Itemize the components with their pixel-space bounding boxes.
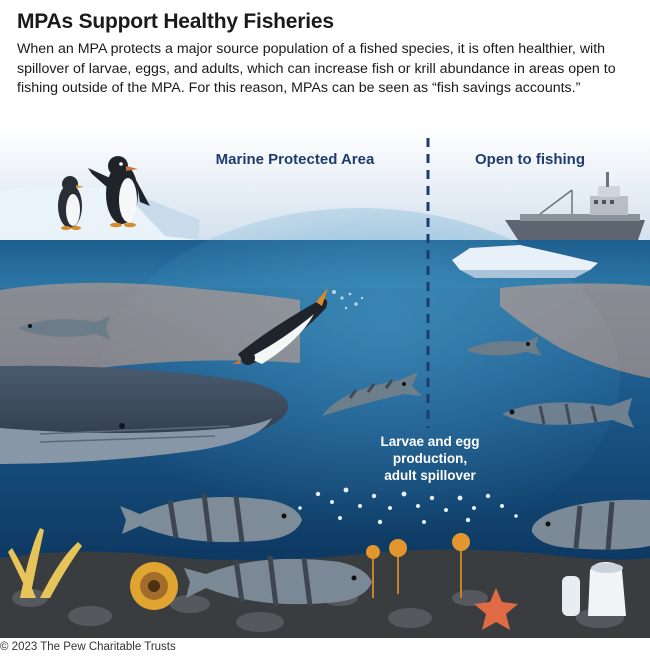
sea-anemone	[130, 562, 178, 610]
ocean-illustration: Marine Protected Area Open to fishing	[0, 128, 650, 638]
zone-label-protected: Marine Protected Area	[216, 151, 375, 168]
fishing-vessel	[505, 172, 645, 240]
bottom-fish-center	[184, 555, 372, 607]
small-ice-floe	[452, 245, 598, 278]
bottom-fish-right	[531, 499, 650, 551]
krill-swarm-right	[500, 283, 650, 378]
starfish	[474, 588, 518, 630]
sea-fan-coral	[8, 528, 82, 598]
copyright-credit: © 2023 The Pew Charitable Trusts	[0, 641, 176, 653]
fish-right-middle	[502, 398, 634, 428]
larvae-and-eggs	[298, 487, 518, 525]
bottom-fish-left	[120, 493, 302, 543]
fish-left-upper	[18, 316, 110, 340]
stalked-sponges	[366, 533, 470, 598]
annotation-line-1: Larvae and egg	[380, 434, 479, 449]
penguin-standing	[58, 176, 84, 230]
intro-paragraph: When an MPA protects a major source popu…	[17, 41, 616, 96]
annotation-line-2: production,	[393, 451, 467, 466]
fish-center	[322, 372, 422, 416]
fish-right-upper	[466, 336, 542, 356]
krill-swarm-left	[0, 282, 300, 376]
zone-label-open: Open to fishing	[475, 151, 585, 168]
page-title: MPAs Support Healthy Fisheries	[17, 10, 334, 33]
annotation-line-3: adult spillover	[384, 468, 476, 483]
penguin-flapping	[88, 156, 150, 228]
penguin-diving	[232, 288, 328, 365]
glass-sponges	[562, 562, 626, 616]
spillover-annotation: Larvae and egg production, adult spillov…	[380, 434, 479, 483]
whale	[0, 365, 289, 464]
bubble-trail	[332, 290, 364, 310]
